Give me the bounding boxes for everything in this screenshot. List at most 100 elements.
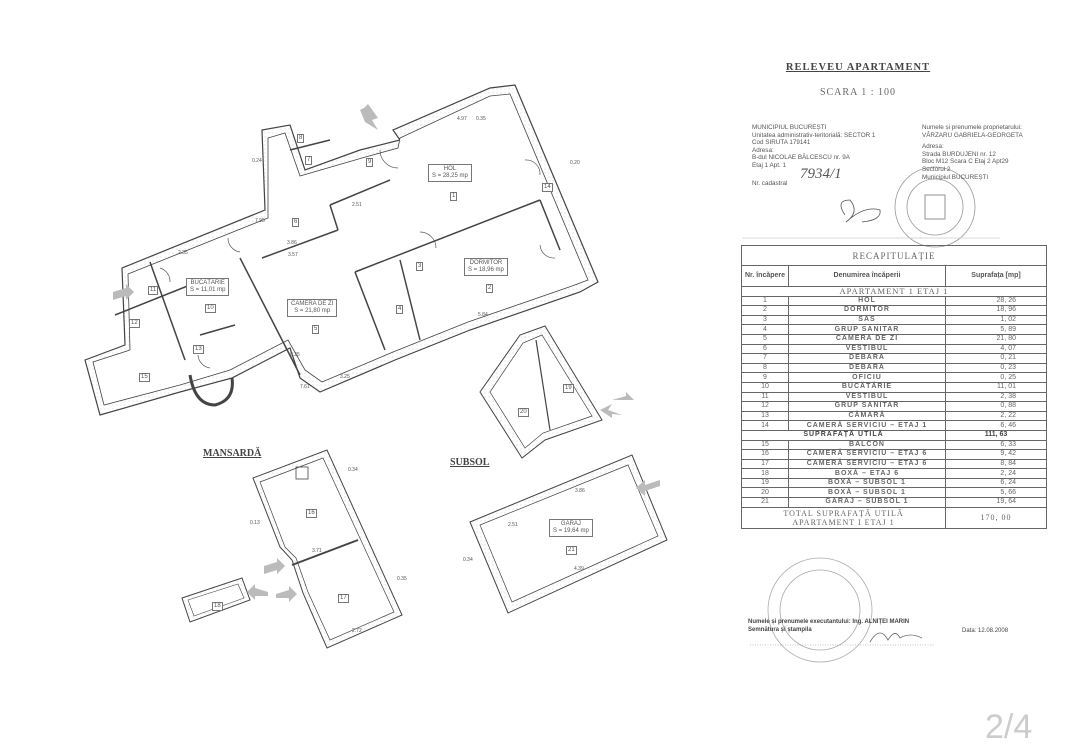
row-area: 21, 80 bbox=[945, 333, 1047, 345]
room-number: 7 bbox=[305, 156, 313, 165]
dimension-label: 3.86 bbox=[287, 240, 297, 246]
dimension-label: 0.13 bbox=[250, 520, 260, 526]
dimension-label: 0.35 bbox=[476, 116, 486, 122]
dimension-label: 2.51 bbox=[352, 202, 362, 208]
municipality: MUNICIPIUL BUCUREȘTI bbox=[752, 124, 827, 131]
row-area: 6, 24 bbox=[945, 477, 1047, 489]
row-area: 2, 38 bbox=[945, 391, 1047, 403]
room-number: 10 bbox=[205, 304, 216, 313]
admin-unit: Unitatea administrativ-teritorială: SECT… bbox=[752, 131, 876, 139]
row-name: GRUP SANITAR bbox=[788, 401, 946, 412]
row-name: DEBARA bbox=[788, 353, 946, 364]
row-nr: 19 bbox=[741, 477, 789, 489]
floor-apartment: Etaj 1 Apt. 1 bbox=[752, 161, 786, 169]
room-number: 16 bbox=[306, 509, 317, 518]
row-name: GARAJ – SUBSOL 1 bbox=[788, 497, 946, 508]
row-area: 4, 07 bbox=[945, 343, 1047, 355]
recap-section: APARTAMENT 1 ETAJ 1 bbox=[741, 286, 1047, 297]
row-area: 6, 46 bbox=[945, 420, 1047, 431]
row-nr: 10 bbox=[741, 381, 789, 393]
mansarda-divider bbox=[291, 539, 359, 566]
row-area: 19, 64 bbox=[945, 497, 1047, 508]
document-title: RELEVEU APARTAMENT bbox=[785, 62, 931, 73]
dimension-label: 5.84 bbox=[478, 312, 488, 318]
col-header-name: Denumirea încăperii bbox=[788, 265, 946, 287]
row-area: 5, 89 bbox=[945, 324, 1047, 335]
row-name: CAMERĂ SERVICIU – ETAJ 6 bbox=[788, 458, 946, 470]
mansarda-inner bbox=[259, 457, 395, 641]
room-area: S = 18,96 mp bbox=[468, 267, 504, 273]
page-number: 2/4 bbox=[985, 708, 1033, 746]
row-area: 2, 22 bbox=[945, 410, 1047, 422]
dimension-label: 2.72 bbox=[352, 628, 362, 634]
room-number: 17 bbox=[338, 594, 349, 603]
recap-caption: RECAPITULAȚIE bbox=[741, 245, 1047, 266]
room-number: 19 bbox=[563, 384, 574, 393]
room-number: 5 bbox=[312, 325, 320, 334]
section-label-subsol: SUBSOL bbox=[450, 457, 490, 468]
chimney bbox=[295, 466, 309, 480]
row-area: 0, 88 bbox=[945, 401, 1047, 412]
room-area: S = 11,01 mp bbox=[190, 287, 226, 293]
row-nr: 12 bbox=[741, 401, 789, 412]
row-nr: 3 bbox=[741, 314, 789, 326]
row-nr: 21 bbox=[741, 497, 789, 508]
owner-block: Bloc M12 Scara C Etaj 2 Apt29 bbox=[922, 158, 1009, 166]
owner-info: Numele și prenumele proprietarului: VÂRZ… bbox=[922, 124, 1023, 181]
room-number: 14 bbox=[542, 183, 553, 192]
row-nr: 17 bbox=[741, 458, 789, 470]
row-nr: 18 bbox=[741, 468, 789, 479]
engineer-stamp bbox=[767, 557, 873, 663]
row-name: HOL bbox=[788, 295, 946, 307]
owner-sector: Sectorul 2 bbox=[922, 165, 951, 173]
property-location: MUNICIPIUL BUCUREȘTI Unitatea administra… bbox=[752, 124, 875, 170]
col-header-area: Suprafața [mp] bbox=[945, 265, 1047, 287]
dimension-label: 7.95 bbox=[255, 218, 265, 224]
row-nr: 7 bbox=[741, 353, 789, 364]
balcony-wall bbox=[188, 374, 234, 407]
row-area: 0, 25 bbox=[945, 372, 1047, 383]
entrance-arrows bbox=[113, 104, 660, 602]
row-name: DEBARA bbox=[788, 362, 946, 374]
address-label: Adresa: bbox=[752, 146, 774, 154]
dimension-label: 0.25 bbox=[290, 352, 300, 358]
dimension-label: 2.51 bbox=[508, 522, 518, 528]
row-name: CAMERĂ SERVICIU – ETAJ 6 bbox=[788, 449, 946, 460]
row-name: GRUP SANITAR bbox=[788, 324, 946, 335]
room-area: S = 19,64 mp bbox=[553, 528, 589, 534]
row-nr: 9 bbox=[741, 372, 789, 383]
row-area: 11, 01 bbox=[945, 381, 1047, 393]
room-number: 9 bbox=[366, 158, 374, 167]
section-label-mansarda: MANSARDĂ bbox=[203, 448, 262, 459]
row-area: 5, 66 bbox=[945, 487, 1047, 499]
room-area: S = 28,25 mp bbox=[432, 173, 468, 179]
row-name: SAS bbox=[788, 314, 946, 326]
signature-executant bbox=[869, 632, 923, 643]
row-name: CAMERA DE ZI bbox=[788, 333, 946, 345]
row-name: BOXĂ – SUBSOL 1 bbox=[788, 477, 946, 489]
row-name: CĂMARĂ bbox=[788, 410, 946, 422]
scale-label: SCARA 1 : 100 bbox=[819, 87, 897, 98]
total-label-line1: TOTAL SUPRAFAȚĂ UTILĂ bbox=[783, 508, 904, 518]
storage-inner bbox=[489, 334, 593, 449]
room-number: 18 bbox=[212, 602, 223, 611]
row-name: BOXĂ – SUBSOL 1 bbox=[788, 487, 946, 499]
total-value: 170, 00 bbox=[945, 506, 1047, 529]
document-date: Data: 12.08.2008 bbox=[962, 628, 1009, 634]
dimension-label: 4.97 bbox=[457, 116, 467, 122]
row-area: 28, 26 bbox=[945, 295, 1047, 307]
row-name: VESTIBUL bbox=[788, 343, 946, 355]
